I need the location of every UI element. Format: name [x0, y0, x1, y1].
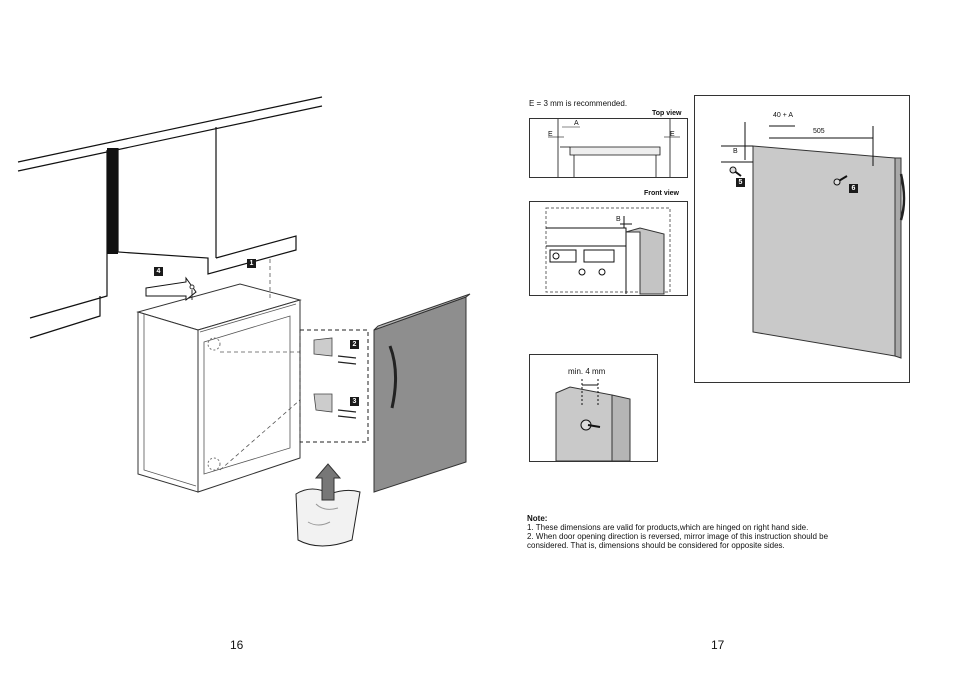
door-panel-drawing	[721, 122, 906, 359]
step-2-badge: 2	[350, 340, 359, 349]
top-view-title: Top view	[652, 110, 682, 117]
dim-b-label-door: B	[733, 148, 738, 155]
note-line-3: considered. That is, dimensions should b…	[527, 541, 785, 550]
dim-b-label-front: B	[616, 216, 621, 223]
step-6-badge: 6	[849, 184, 858, 193]
dim-40a-label: 40 + A	[773, 112, 794, 119]
step-3-badge: 3	[350, 397, 359, 406]
top-view-diagram: A E E	[529, 118, 688, 178]
dim-e-left-label: E	[548, 131, 553, 138]
dim-a-label: A	[574, 120, 579, 127]
note-title: Note:	[527, 514, 548, 523]
door-panel-diagram: 40 + A 505 B 5 6	[694, 95, 910, 383]
min-gap-label: min. 4 mm	[568, 367, 606, 376]
step-1-badge: 1	[247, 259, 256, 268]
front-view-drawing	[545, 207, 671, 295]
page-number-right: 17	[711, 638, 725, 652]
recommendation-text: E = 3 mm is recommended.	[529, 99, 628, 108]
front-view-diagram: B	[529, 201, 688, 296]
dim-e-right-label: E	[670, 131, 675, 138]
installation-illustration	[17, 96, 471, 547]
min-gap-diagram: min. 4 mm	[529, 354, 658, 462]
step-5-badge: 5	[736, 178, 745, 187]
note-line-2: 2. When door opening direction is revers…	[527, 532, 829, 541]
top-view-drawing	[548, 119, 680, 177]
dim-505-label: 505	[813, 128, 825, 135]
page-number-left: 16	[230, 638, 244, 652]
note-line-1: 1. These dimensions are valid for produc…	[527, 523, 809, 532]
step-4-badge: 4	[154, 267, 163, 276]
front-view-title: Front view	[644, 190, 680, 197]
min-gap-drawing	[555, 379, 631, 461]
